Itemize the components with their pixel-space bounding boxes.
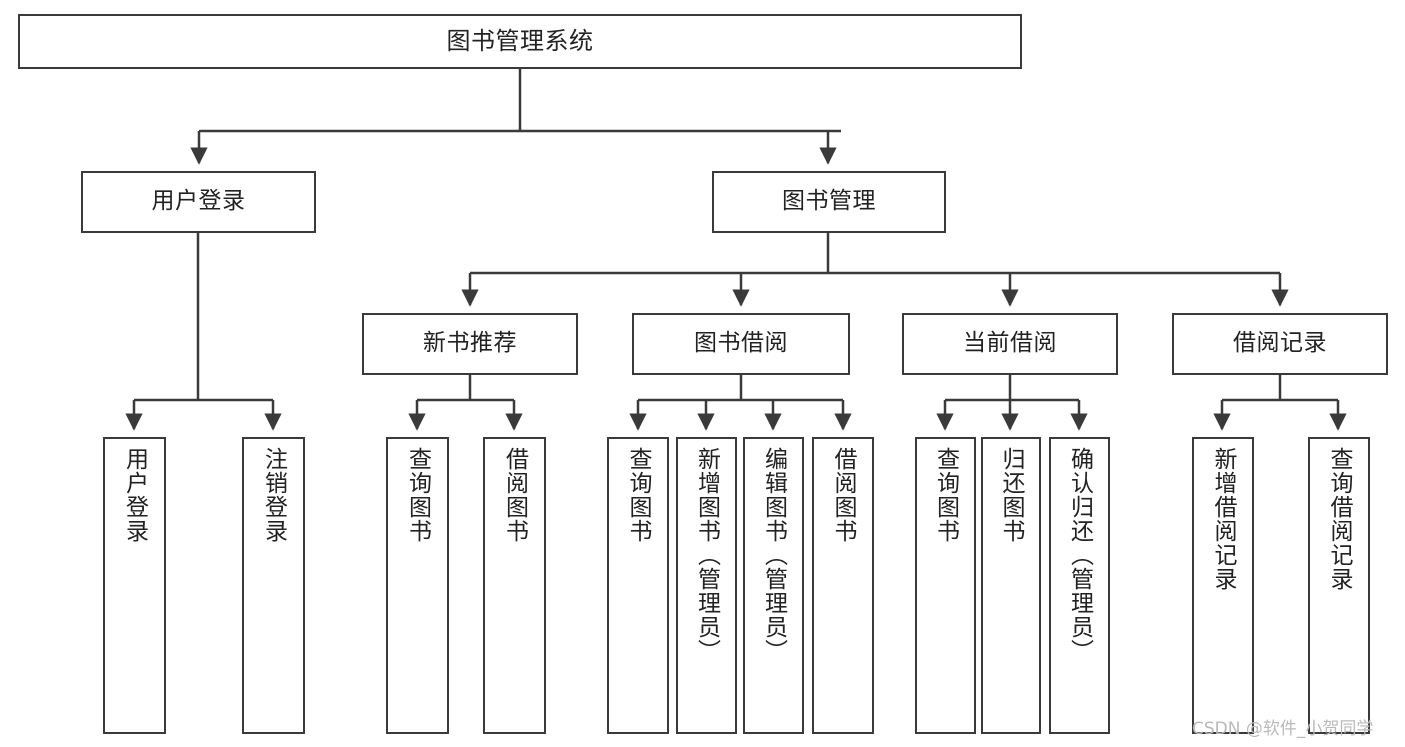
node-label: 借阅记录 — [1233, 330, 1327, 357]
leaf-current-borrow-confirm-return-admin[interactable]: 确认归还（管理员） — [1049, 437, 1110, 734]
node-label: 当前借阅 — [963, 330, 1057, 357]
node-current-borrow[interactable]: 当前借阅 — [902, 313, 1118, 375]
leaf-book-borrow-query-book[interactable]: 查询图书 — [607, 437, 669, 734]
node-label: 用户登录 — [151, 188, 246, 215]
node-label: 新增图书（管理员） — [693, 447, 720, 663]
node-user-login[interactable]: 用户登录 — [81, 171, 316, 233]
node-label: 新书推荐 — [423, 330, 517, 357]
leaf-book-borrow-edit-book-admin[interactable]: 编辑图书（管理员） — [743, 437, 804, 734]
node-label: 查询图书 — [625, 447, 652, 543]
node-label: 借阅图书 — [501, 447, 528, 543]
node-label: 查询图书 — [404, 447, 431, 543]
node-label: 查询借阅记录 — [1326, 447, 1353, 591]
node-label: 用户登录 — [121, 447, 148, 543]
leaf-user-login-login[interactable]: 用户登录 — [103, 437, 166, 734]
node-label: 新增借阅记录 — [1210, 447, 1237, 591]
node-borrow-record[interactable]: 借阅记录 — [1172, 313, 1388, 375]
leaf-new-book-query-book[interactable]: 查询图书 — [386, 437, 449, 734]
leaf-borrow-record-query-record[interactable]: 查询借阅记录 — [1308, 437, 1370, 734]
node-label: 图书借阅 — [694, 330, 788, 357]
leaf-new-book-borrow-book[interactable]: 借阅图书 — [483, 437, 546, 734]
node-label: 编辑图书（管理员） — [760, 447, 787, 663]
node-label: 图书管理系统 — [446, 27, 594, 56]
leaf-book-borrow-add-book-admin[interactable]: 新增图书（管理员） — [676, 437, 737, 734]
node-label: 查询图书 — [932, 447, 959, 543]
node-label: 归还图书 — [998, 447, 1025, 543]
csdn-watermark: CSDN @软件_小贺同学 — [1192, 719, 1374, 739]
node-label: 确认归还（管理员） — [1066, 447, 1093, 663]
leaf-user-login-logout[interactable]: 注销登录 — [242, 437, 305, 734]
leaf-borrow-record-add-record[interactable]: 新增借阅记录 — [1192, 437, 1254, 734]
node-label: 图书管理 — [782, 188, 876, 215]
node-book-management[interactable]: 图书管理 — [712, 171, 946, 233]
node-label: 注销登录 — [260, 447, 287, 543]
node-root-book-management-system[interactable]: 图书管理系统 — [18, 14, 1022, 69]
leaf-book-borrow-borrow-book[interactable]: 借阅图书 — [812, 437, 874, 734]
node-label: 借阅图书 — [830, 447, 857, 543]
leaf-current-borrow-return-book[interactable]: 归还图书 — [981, 437, 1041, 734]
node-new-book-recommend[interactable]: 新书推荐 — [362, 313, 578, 375]
leaf-current-borrow-query-book[interactable]: 查询图书 — [915, 437, 976, 734]
node-book-borrow[interactable]: 图书借阅 — [632, 313, 850, 375]
